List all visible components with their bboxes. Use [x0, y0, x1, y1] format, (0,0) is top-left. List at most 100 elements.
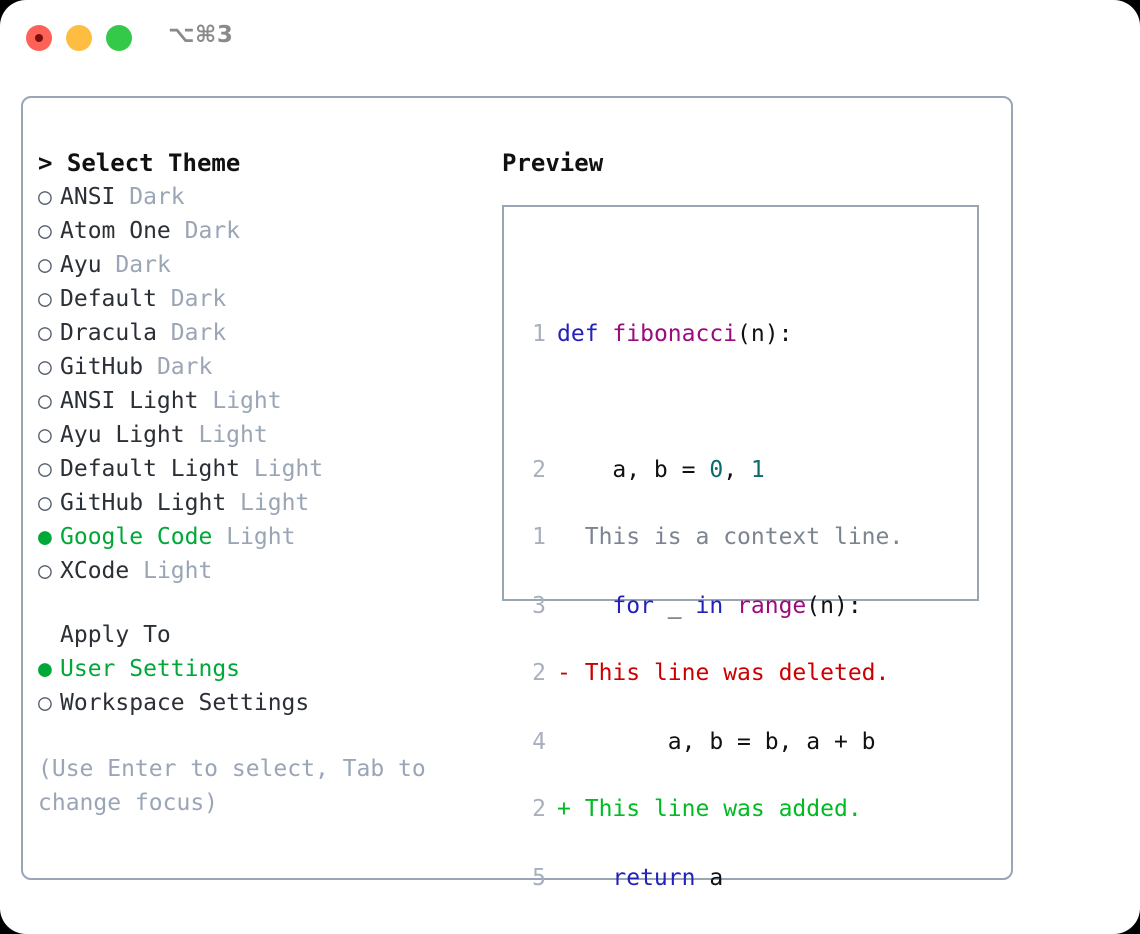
- select-theme-title: Select Theme: [66, 149, 241, 177]
- theme-variant: Light: [143, 558, 213, 584]
- theme-variant: Dark: [170, 286, 227, 312]
- code-token: (n):: [806, 593, 862, 619]
- line-number: 3: [532, 593, 546, 619]
- diff-line-added: 2+ This line was added.: [518, 792, 903, 826]
- theme-variant: Dark: [156, 354, 213, 380]
- title-bar: ⌥⌘3: [0, 0, 1140, 78]
- window-controls: [26, 25, 132, 51]
- code-line: 4 a, b = b, a + b: [518, 725, 876, 759]
- theme-option-xcode[interactable]: ○XCode Light: [38, 554, 498, 588]
- theme-picker-column: > Select Theme ○ ANSI Dark ○ Atom One Dark…: [38, 146, 498, 820]
- theme-option-github[interactable]: ○ GitHub Dark: [38, 350, 498, 384]
- theme-variant: Light: [212, 388, 282, 414]
- radio-icon: ○: [38, 558, 52, 584]
- code-token: a, b =: [557, 457, 710, 483]
- theme-name: Ayu Light: [60, 422, 185, 448]
- line-number: 1: [532, 321, 546, 347]
- code-token: [599, 321, 613, 347]
- radio-icon: ○: [38, 490, 52, 516]
- keyboard-shortcut-label: ⌥⌘3: [168, 22, 234, 48]
- diff-line-context: 1 This is a context line.: [518, 520, 903, 554]
- radio-selected-icon: ●: [38, 524, 52, 550]
- theme-option-github-light[interactable]: ○ GitHub Light Light: [38, 486, 498, 520]
- theme-variant: Light: [253, 456, 324, 482]
- theme-option-ansi[interactable]: ○ ANSI Dark: [38, 180, 498, 214]
- code-token: 1: [750, 457, 765, 483]
- caret-icon: >: [38, 149, 53, 177]
- theme-variant: Dark: [129, 184, 185, 210]
- theme-name: Atom One: [60, 218, 171, 244]
- theme-variant: Dark: [115, 252, 171, 278]
- theme-name: Google Code: [60, 524, 213, 550]
- theme-variant: Light: [198, 422, 268, 448]
- code-token: fibonacci: [612, 321, 738, 347]
- radio-icon: ○: [38, 218, 52, 244]
- code-token: in: [695, 593, 724, 619]
- theme-name: Default: [60, 286, 157, 312]
- diff-text: This line was deleted.: [584, 660, 890, 686]
- line-number: 2: [532, 660, 546, 686]
- code-token: a: [695, 865, 724, 891]
- radio-icon: ○: [38, 456, 52, 482]
- theme-name: Default Light: [60, 456, 241, 482]
- theme-variant: Dark: [184, 218, 241, 244]
- line-number: 5: [532, 865, 546, 891]
- radio-icon: ○: [38, 388, 52, 414]
- line-number: 1: [532, 524, 546, 550]
- theme-name: Ayu: [60, 252, 102, 278]
- code-token: (n):: [737, 321, 793, 347]
- theme-option-default-light[interactable]: ○ Default Light Light: [38, 452, 498, 486]
- code-line: 1 def fibonacci(n):: [518, 317, 876, 351]
- radio-icon: ○: [38, 354, 52, 380]
- theme-option-ansi-light[interactable]: ○ ANSI Light Light: [38, 384, 498, 418]
- theme-option-default[interactable]: ○ Default Dark: [38, 282, 498, 316]
- preview-heading: Preview: [502, 149, 604, 177]
- code-token: for: [612, 593, 654, 619]
- radio-icon: ○: [38, 690, 52, 716]
- code-line: 5 return a: [518, 861, 876, 895]
- code-line: 3 for _ in range(n):: [518, 589, 876, 623]
- keyboard-hint-text: (Use Enter to select, Tab to change focu…: [38, 756, 426, 816]
- code-token: range: [737, 593, 807, 619]
- diff-marker: [557, 524, 571, 550]
- line-number: 4: [532, 729, 546, 755]
- radio-selected-icon: ●: [38, 656, 52, 682]
- code-token: _: [653, 593, 696, 619]
- theme-option-ayu-light[interactable]: ○Ayu Light Light: [38, 418, 498, 452]
- line-number: 2: [532, 457, 546, 483]
- theme-name: GitHub Light: [60, 490, 227, 516]
- code-token: 0: [709, 457, 724, 483]
- maximize-button-icon[interactable]: [106, 25, 132, 51]
- radio-icon: ○: [38, 184, 52, 210]
- theme-name: Dracula: [60, 320, 157, 346]
- panel-columns: > Select Theme ○ ANSI Dark ○ Atom One Dark…: [23, 98, 1011, 891]
- radio-icon: ○: [38, 252, 52, 278]
- radio-icon: ○: [38, 286, 52, 312]
- theme-name: GitHub: [60, 354, 144, 380]
- code-line: 2 a, b = 0, 1: [518, 453, 876, 487]
- theme-variant: Light: [240, 490, 310, 516]
- apply-to-heading: Apply To: [60, 622, 171, 648]
- theme-option-google-code[interactable]: ● Google Code Light: [38, 520, 498, 554]
- minimize-button-icon[interactable]: [66, 25, 92, 51]
- apply-to-option-user-settings[interactable]: ●User Settings: [38, 652, 498, 686]
- theme-variant: Dark: [170, 320, 227, 346]
- theme-name: ANSI: [60, 184, 116, 210]
- theme-variant: Light: [226, 524, 296, 550]
- diff-line-deleted: 2- This line was deleted.: [518, 656, 903, 690]
- apply-to-option-workspace-settings[interactable]: ○Workspace Settings: [38, 686, 498, 720]
- theme-option-dracula[interactable]: ○Dracula Dark: [38, 316, 498, 350]
- code-token: a, b = b, a + b: [557, 729, 876, 755]
- diff-text: This line was added.: [584, 796, 862, 822]
- code-token: def: [557, 321, 599, 347]
- section-spacer: [38, 588, 498, 618]
- diff-marker: -: [557, 660, 571, 686]
- diff-marker: +: [557, 796, 571, 822]
- main-panel: > Select Theme ○ ANSI Dark ○ Atom One Dark…: [21, 96, 1013, 891]
- theme-option-atom-one[interactable]: ○ Atom One Dark: [38, 214, 498, 248]
- close-button-icon[interactable]: [26, 25, 52, 51]
- theme-option-ayu[interactable]: ○ Ayu Dark: [38, 248, 498, 282]
- theme-name: ANSI Light: [60, 388, 199, 414]
